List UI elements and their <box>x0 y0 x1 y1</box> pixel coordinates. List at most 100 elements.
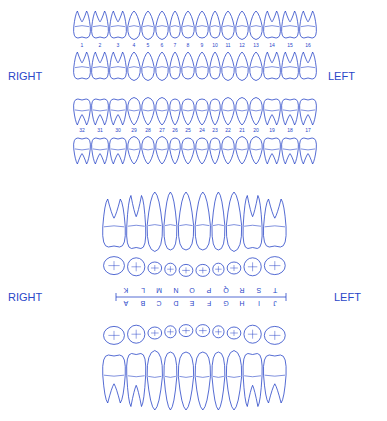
tooth-outline <box>164 192 177 250</box>
crown-occlusal <box>244 258 261 276</box>
cej-line <box>183 110 194 111</box>
tooth-outline <box>195 352 210 410</box>
cusp-line <box>248 330 257 339</box>
tooth-outline <box>222 98 235 126</box>
tooth-outline <box>74 99 91 125</box>
tooth-outline <box>182 138 195 164</box>
cej-line <box>223 26 234 27</box>
crown-occlusal <box>128 325 145 343</box>
tooth-outline <box>178 192 193 250</box>
cej-line <box>237 26 248 27</box>
cusp-line <box>167 329 173 335</box>
cej-line <box>129 26 140 27</box>
cusp-line <box>230 265 238 271</box>
tooth-letter: I <box>258 300 260 307</box>
tooth-number: 26 <box>172 128 178 133</box>
cej-line <box>301 26 316 27</box>
crown-occlusal <box>148 327 162 339</box>
cej-line <box>75 26 90 27</box>
cusp-line <box>215 266 221 272</box>
cej-line <box>283 110 298 111</box>
cej-line <box>244 376 261 377</box>
tooth-outline <box>127 354 146 407</box>
side-label: RIGHT <box>8 71 42 82</box>
tooth-number: 12 <box>239 43 245 48</box>
tooth-letter: T <box>273 287 277 294</box>
crown-occlusal <box>196 264 210 276</box>
tooth-letter: J <box>274 300 278 307</box>
cusp-line <box>248 262 257 271</box>
tooth-outline <box>92 99 109 125</box>
tooth-number: 4 <box>133 43 136 48</box>
tooth-outline <box>74 52 91 79</box>
tooth-outline <box>92 11 109 38</box>
cej-line <box>148 376 161 377</box>
tooth-outline <box>92 52 109 79</box>
crown-occlusal <box>179 264 193 276</box>
crown-occlusal <box>165 326 176 338</box>
tooth-outline <box>128 137 141 165</box>
crown-occlusal <box>196 325 210 337</box>
tooth-number: 22 <box>225 128 231 133</box>
tooth-letter: E <box>190 300 195 307</box>
tooth-letter: H <box>240 300 245 307</box>
tooth-outline <box>170 52 181 79</box>
tooth-number: 21 <box>239 128 245 133</box>
tooth-number: 2 <box>99 43 102 48</box>
crown-occlusal <box>227 262 241 274</box>
cusp-line <box>199 267 207 273</box>
cej-line <box>227 225 240 226</box>
tooth-outline <box>182 99 195 125</box>
cusp-line <box>182 328 190 334</box>
tooth-outline <box>236 98 249 126</box>
tooth-outline <box>110 11 127 38</box>
crown-occlusal <box>264 326 285 344</box>
cej-line <box>93 149 108 150</box>
tooth-outline <box>300 99 317 125</box>
cusp-line <box>269 331 280 340</box>
cej-line <box>171 67 180 68</box>
tooth-outline <box>156 137 169 165</box>
tooth-outline <box>103 199 126 247</box>
tooth-number: 31 <box>97 128 103 133</box>
cusp-line <box>182 267 190 273</box>
cej-line <box>93 67 108 68</box>
tooth-number: 13 <box>253 43 259 48</box>
cej-line <box>197 67 208 68</box>
tooth-number: 1 <box>81 43 84 48</box>
cej-line <box>227 376 240 377</box>
cej-line <box>128 376 145 377</box>
tooth-number: 18 <box>287 128 293 133</box>
tooth-letter: L <box>141 287 145 294</box>
tooth-outline <box>210 11 221 38</box>
tooth-outline <box>282 138 299 164</box>
cusp-line <box>199 328 207 334</box>
tooth-outline <box>196 138 209 164</box>
tooth-outline <box>182 11 195 38</box>
tooth-outline <box>222 137 235 165</box>
tooth-outline <box>212 352 225 410</box>
cej-line <box>197 149 208 150</box>
cej-line <box>265 67 280 68</box>
cej-line <box>75 149 90 150</box>
cusp-line <box>151 265 159 271</box>
cej-line <box>128 225 145 226</box>
tooth-outline <box>250 137 263 165</box>
tooth-letter: N <box>173 287 178 294</box>
side-label: LEFT <box>328 71 355 82</box>
tooth-number: 23 <box>212 128 218 133</box>
cej-line <box>93 26 108 27</box>
crown-occlusal <box>104 257 125 275</box>
tooth-outline <box>74 11 91 38</box>
tooth-outline <box>178 352 193 410</box>
tooth-number: 5 <box>147 43 150 48</box>
tooth-outline <box>142 137 155 165</box>
tooth-outline <box>263 199 286 247</box>
cej-line <box>237 67 248 68</box>
cusp-line <box>151 330 159 336</box>
tooth-outline <box>196 52 209 79</box>
tooth-outline <box>226 351 241 411</box>
tooth-outline <box>170 138 181 164</box>
tooth-outline <box>263 355 286 403</box>
tooth-outline <box>300 11 317 38</box>
